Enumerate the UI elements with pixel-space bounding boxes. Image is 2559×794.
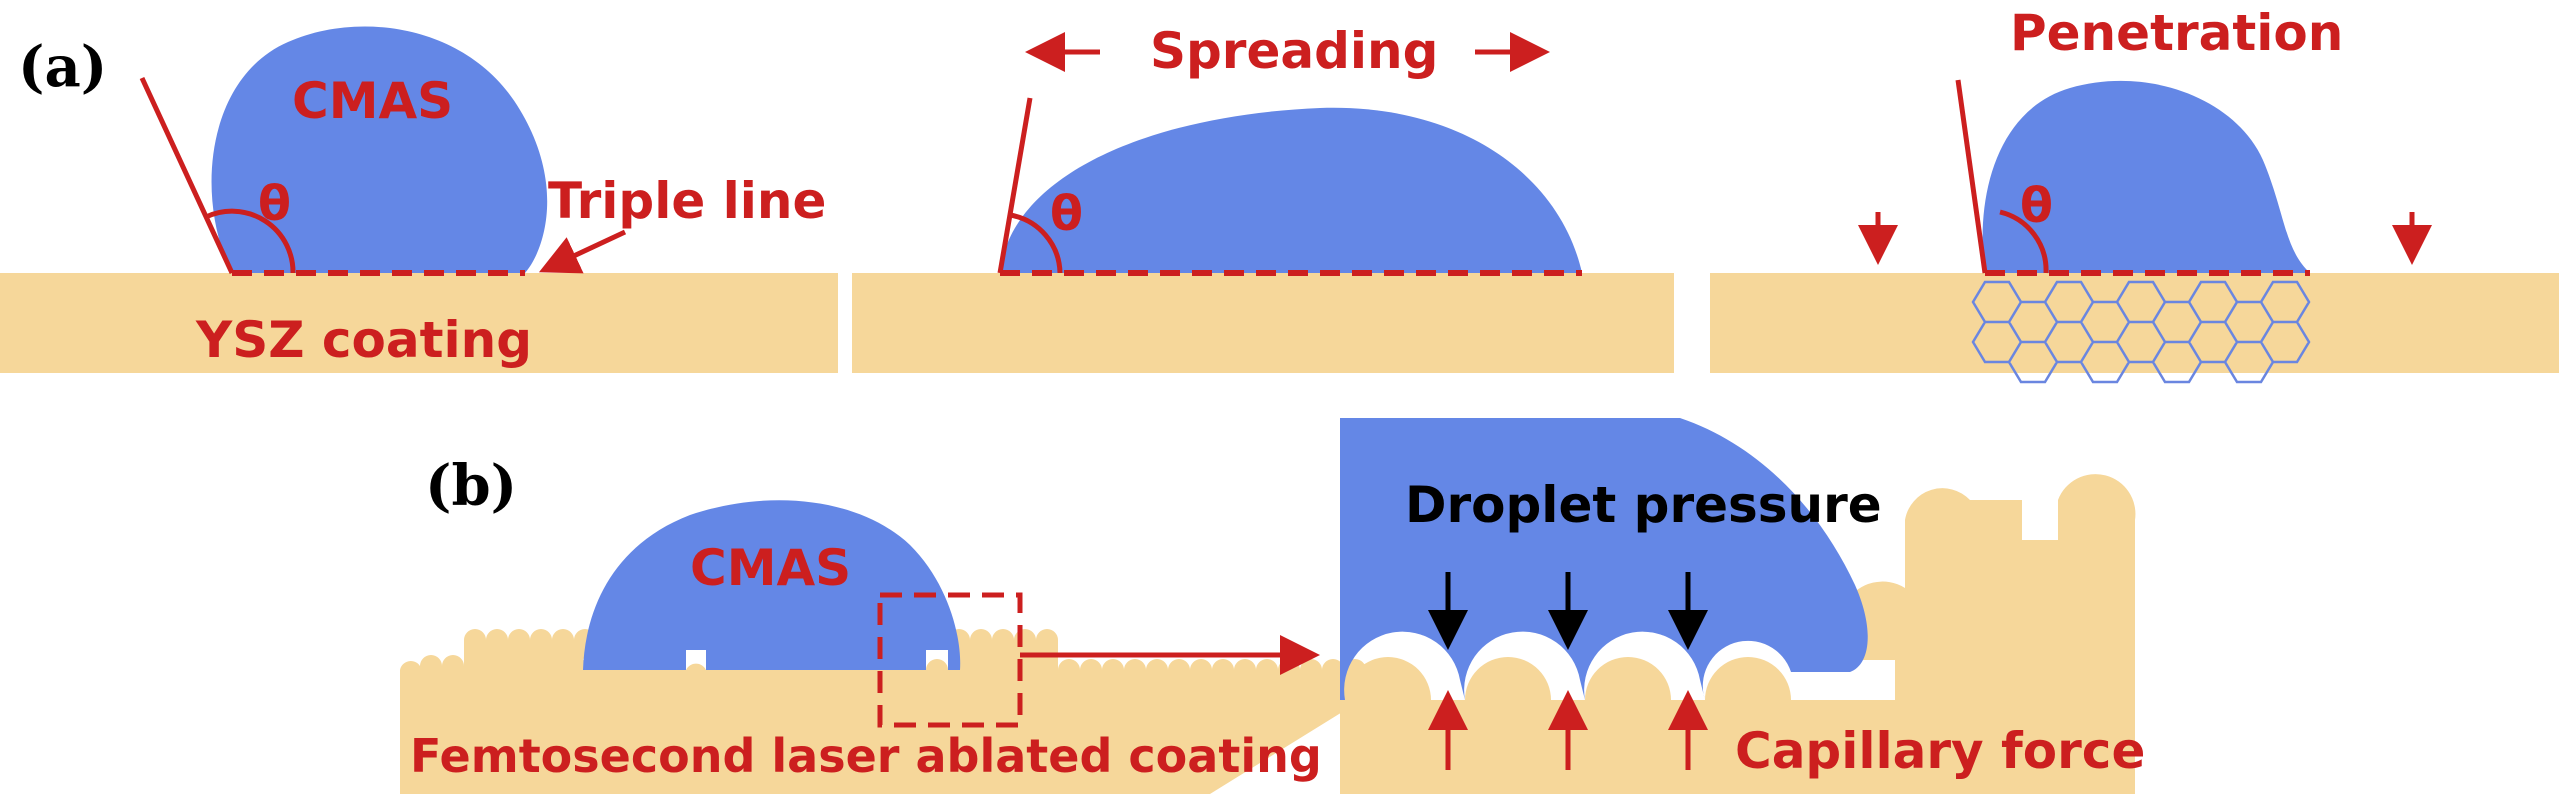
ysz-coating-label: YSZ coating: [195, 311, 532, 369]
penetrating-cmas-droplet: [1982, 80, 2310, 274]
panel-b-magnified-interface: Droplet pressure Capillary force: [1340, 418, 2145, 794]
panel-a-penetration-state: θ Penetration: [1710, 4, 2559, 384]
panel-b-letter: (b): [425, 453, 517, 519]
spread-contact-angle-arc: [1009, 212, 1063, 274]
spreading-substrate: [852, 273, 1674, 373]
cmas-droplet: [211, 26, 548, 273]
penetration-theta: θ: [2020, 178, 2053, 234]
magnified-cmas-droplet: [1340, 418, 1868, 700]
panel-a-initial-state: θ CMAS Triple line YSZ coating: [0, 26, 838, 373]
cmas-label: CMAS: [292, 72, 453, 130]
penetration-contact-angle-arc: [1999, 209, 2049, 274]
triple-line-pointer-arrow: [538, 229, 627, 274]
ysz-coating-substrate: [0, 273, 838, 373]
spread-cmas-droplet: [1000, 107, 1582, 273]
triple-line-label: Triple line: [548, 172, 826, 230]
panel-a-letter: (a): [18, 34, 107, 100]
penetration-contact-angle-tangent: [1955, 79, 1988, 274]
panel-a-spreading-state: θ Spreading: [852, 22, 1674, 373]
contact-angle-theta: θ: [258, 176, 291, 232]
capillary-force-label: Capillary force: [1735, 722, 2145, 780]
panel-b-ablated-coating: CMAS Femtosecond laser ablated coating: [400, 500, 1410, 794]
spread-theta: θ: [1050, 186, 1083, 242]
porous-hexagon-network: [1971, 280, 2311, 384]
magnified-substrate: [1340, 474, 2136, 794]
ablated-cmas-label: CMAS: [690, 539, 851, 597]
spread-contact-angle-tangent: [997, 97, 1033, 274]
penetration-label: Penetration: [2010, 4, 2343, 62]
droplet-pressure-label: Droplet pressure: [1405, 476, 1882, 534]
ablated-coating-label: Femtosecond laser ablated coating: [410, 729, 1322, 783]
ablated-cmas-droplet: [583, 500, 961, 670]
contact-angle-tangent: [139, 76, 235, 275]
spreading-label: Spreading: [1150, 22, 1438, 80]
zoom-region-box: [877, 592, 1023, 728]
ablated-coating-substrate: [400, 629, 1410, 794]
contact-angle-arc: [204, 208, 296, 274]
